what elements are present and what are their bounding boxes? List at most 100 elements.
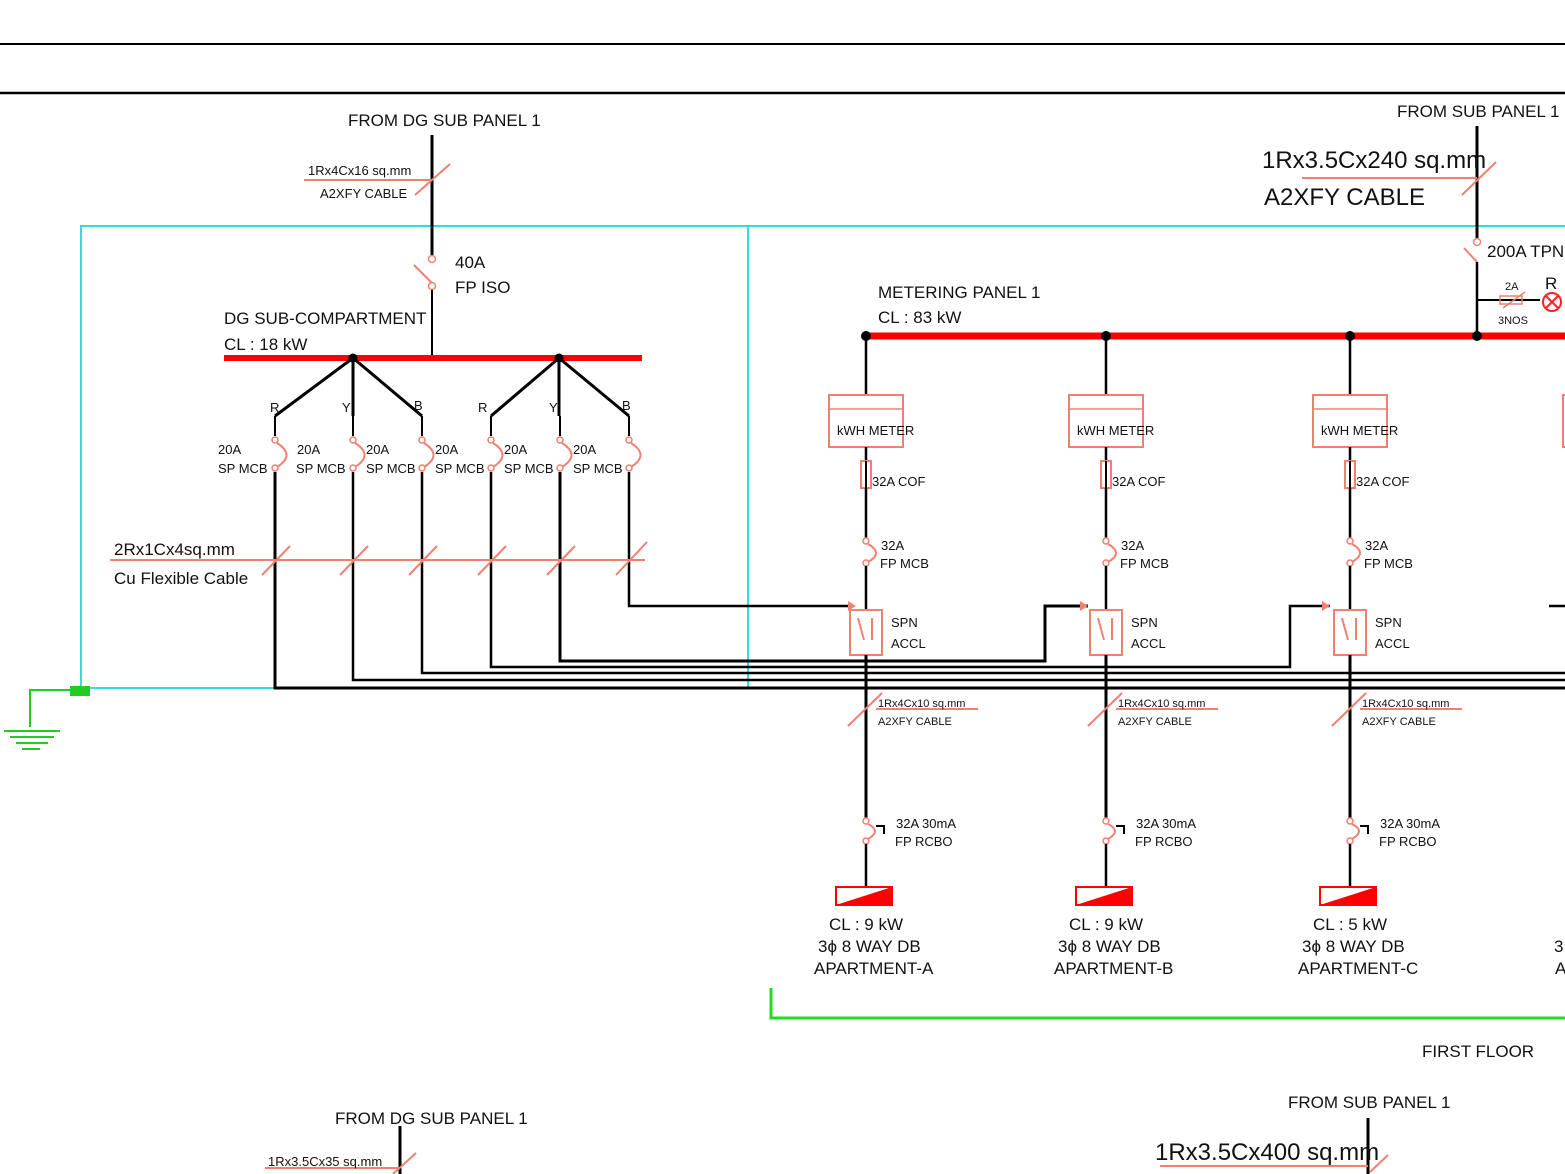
earth-symbol (4, 686, 90, 750)
db-type: 3ϕ 8 WAY DB (818, 937, 921, 956)
cof-label: 32A COF (1112, 474, 1166, 489)
flex-cable-ticks (261, 541, 648, 576)
feeder-cable-type: A2XFY CABLE (1362, 716, 1436, 728)
rcbo-type: FP RCBO (895, 834, 953, 849)
feeder-cable-size: 1Rx4Cx10 sq.mm (878, 698, 965, 710)
bottom-dg-source-label: FROM DG SUB PANEL 1 (335, 1109, 528, 1128)
db-apartment: APARTMENT-B (1054, 959, 1173, 978)
accl-box (1089, 609, 1123, 656)
mcb-type: SP MCB (573, 461, 623, 476)
mcb-type: SP MCB (504, 461, 554, 476)
mcb-contact (862, 537, 870, 545)
fp-rcbo-symbol (1107, 823, 1116, 840)
dg-cable-tick (414, 163, 451, 196)
dg-compartment-name: DG SUB-COMPARTMENT (224, 309, 426, 328)
db-apartment: APARTMENT-A (814, 959, 934, 978)
dg-source-label: FROM DG SUB PANEL 1 (348, 111, 541, 130)
fp-mcb-symbol (1351, 543, 1361, 563)
accl-label-2: ACCL (1131, 636, 1166, 651)
metering-panel-load: CL : 83 kW (878, 308, 961, 327)
mcb-rating: 20A (573, 442, 596, 457)
rcbo-rating: 32A 30mA (1136, 816, 1196, 831)
accl-arrowheads (848, 601, 1330, 611)
mcb-type: SP MCB (366, 461, 416, 476)
indicator-phase: R (1545, 274, 1557, 293)
fp-mcb-type: FP MCB (880, 556, 929, 571)
accl-label-1: SPN (1375, 615, 1402, 630)
flex-cable-size: 2Rx1Cx4sq.mm (114, 540, 235, 559)
kwh-meter-label: kWH METER (1077, 423, 1154, 438)
metering-bus-node-main (1472, 331, 1482, 341)
rcbo-trip (1116, 825, 1125, 834)
phase-labels: R Y B R Y B (270, 398, 631, 415)
mcb-contact (1102, 559, 1110, 567)
rcbo-rating: 32A 30mA (896, 816, 956, 831)
db-symbol-fill (836, 887, 892, 905)
mcb-contact (862, 559, 870, 567)
dg-cable-type: A2XFY CABLE (320, 186, 408, 201)
main-cable-type: A2XFY CABLE (1264, 184, 1425, 211)
phase-label: Y (342, 400, 351, 415)
fp-mcb-symbol (867, 543, 877, 563)
fp-mcb-rating: 32A (1121, 538, 1144, 553)
fp-mcb-rating: 32A (1365, 538, 1388, 553)
db-apartment: APARTMENT-C (1298, 959, 1418, 978)
feeder-cable-size: 1Rx4Cx10 sq.mm (1118, 698, 1205, 710)
mcb-type: SP MCB (218, 461, 268, 476)
branch-2-r (490, 356, 560, 418)
cof-label: 32A COF (1356, 474, 1410, 489)
sp-mcb-6: 20A SP MCB (573, 416, 642, 476)
feeder-cable-size: 1Rx4Cx10 sq.mm (1362, 698, 1449, 710)
main-incomer-blade (1463, 247, 1478, 263)
dg-cable-size: 1Rx4Cx16 sq.mm (308, 163, 411, 178)
bottom-dg-cable-size: 1Rx3.5Cx35 sq.mm (268, 1154, 382, 1169)
accl-box (1333, 609, 1367, 656)
feeder-group: kWH METER 32A COF 32A FP MCB SPN ACCL 1Rx4Cx10… (814, 331, 1462, 978)
dg-isolator-rating: 40A (455, 253, 486, 272)
feeder-cable-tick (847, 692, 883, 727)
mcb-contact (1102, 537, 1110, 545)
branch-1-r (274, 356, 354, 418)
rcbo-contact (1102, 837, 1110, 845)
rcbo-type: FP RCBO (1135, 834, 1193, 849)
feeder-cable-tick (1331, 692, 1367, 727)
bottom-main-source-label: FROM SUB PANEL 1 (1288, 1093, 1450, 1112)
db-load: CL : 9 kW (829, 915, 903, 934)
accl-box (849, 609, 883, 656)
mcb-rating: 20A (366, 442, 389, 457)
branch-2-b (558, 356, 630, 418)
bottom-main-cable-size: 1Rx3.5Cx400 sq.mm (1155, 1139, 1379, 1166)
phase-label: R (478, 400, 487, 415)
sp-mcb-3: 20A SP MCB (366, 416, 435, 476)
dg-isolator-type: FP ISO (455, 278, 510, 297)
accl-label-1: SPN (1131, 615, 1158, 630)
bottom-dg-tick (392, 1152, 417, 1174)
rcbo-contact (862, 817, 870, 825)
mcb-rating: 20A (435, 442, 458, 457)
phase-label: R (270, 400, 279, 415)
first-floor-boundary (769, 988, 1565, 1020)
kwh-meter-label: kWH METER (837, 423, 914, 438)
main-incomer-top-contact (1472, 237, 1482, 247)
accl-blade (857, 617, 865, 641)
kwh-meter-box (828, 394, 904, 448)
rcbo-contact (862, 837, 870, 845)
accl-label-2: ACCL (891, 636, 926, 651)
feeder-cable-type: A2XFY CABLE (1118, 716, 1192, 728)
dg-isolator-blade (413, 264, 433, 284)
db-load: CL : 9 kW (1069, 915, 1143, 934)
indicator-fuse (1499, 295, 1523, 305)
mcb-contact (1346, 559, 1354, 567)
mcb-rating: 20A (504, 442, 527, 457)
sp-mcb-2: 20A SP MCB (296, 416, 366, 476)
indicator-lamp-icon (1542, 292, 1562, 312)
main-cable-size: 1Rx3.5Cx240 sq.mm (1262, 147, 1486, 174)
mcb-rating: 20A (297, 442, 320, 457)
feeder-cable-type: A2XFY CABLE (878, 716, 952, 728)
cof-label: 32A COF (872, 474, 926, 489)
dg-compartment-boundary (80, 225, 749, 689)
